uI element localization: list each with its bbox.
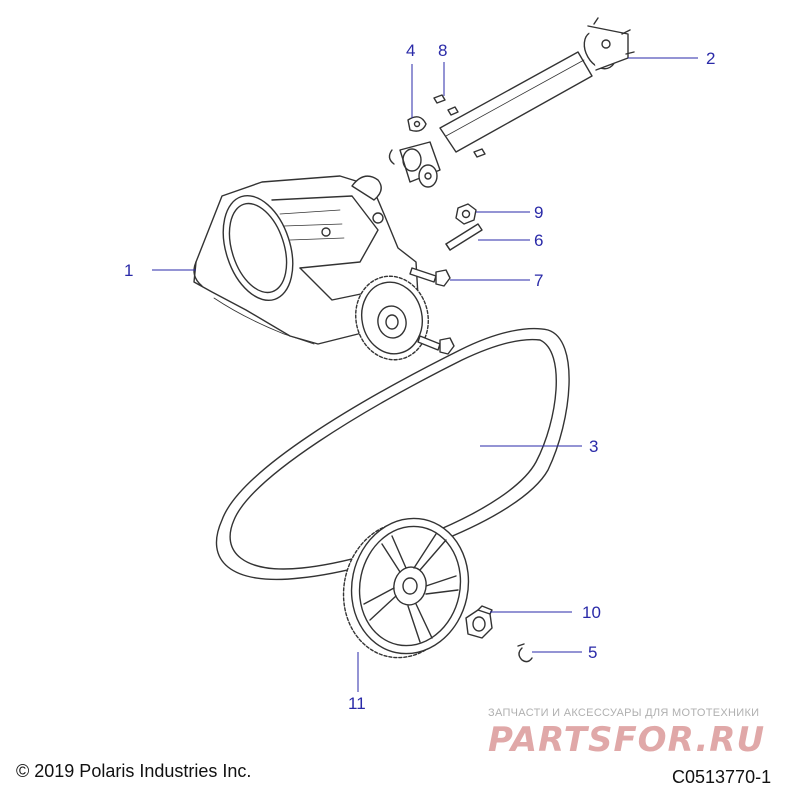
callout-1: 1: [124, 261, 134, 280]
callout-11: 11: [348, 694, 366, 713]
drive-sprocket: [355, 275, 429, 361]
nut-part: [455, 203, 477, 225]
watermark-subtitle: ЗАПЧАСТИ И АКСЕССУАРЫ ДЛЯ МОТОТЕХНИКИ: [488, 707, 760, 719]
bolt-part: [409, 267, 451, 287]
small-bolts: [433, 94, 486, 158]
copyright-text: © 2019 Polaris Industries Inc.: [16, 761, 252, 781]
clamp-part: [407, 116, 427, 132]
large-pulley: [342, 517, 470, 659]
drive-shaft: [388, 17, 635, 188]
watermark-brand: PARTSFOR.RU: [488, 720, 766, 760]
diagram-id: C0513770-1: [672, 767, 772, 787]
lower-bolt: [417, 335, 455, 355]
callout-9: 9: [534, 203, 544, 222]
callout-10: 10: [582, 603, 601, 622]
callout-5: 5: [588, 643, 598, 662]
drive-belt: [215, 327, 570, 581]
hub-nut: [465, 605, 493, 639]
callout-6: 6: [534, 231, 544, 250]
callout-7: 7: [534, 271, 544, 290]
pin-part: [445, 223, 483, 251]
clip-part: [517, 643, 533, 663]
callout-2: 2: [706, 49, 716, 68]
callout-8: 8: [438, 41, 448, 60]
callout-4: 4: [406, 41, 416, 60]
callout-3: 3: [589, 437, 599, 456]
